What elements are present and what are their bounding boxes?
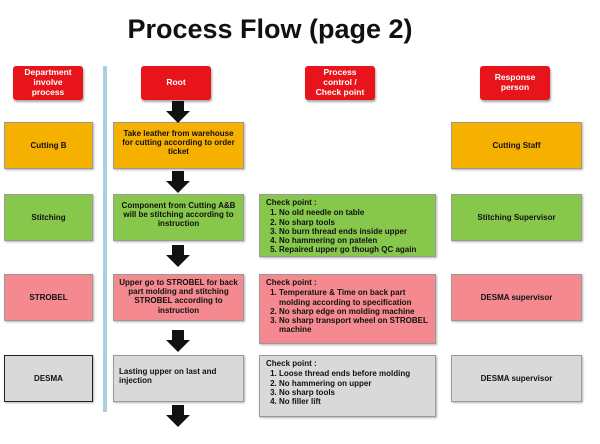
checkpoint-title: Check point : <box>266 198 317 207</box>
checkpoint-title: Check point : <box>266 278 317 287</box>
checkpoint-item: No sharp edge on molding machine <box>279 307 429 316</box>
checkpoint-item: Temperature & Time on back part molding … <box>279 288 429 307</box>
arrow-down-icon <box>166 405 190 427</box>
checkpoint-item: No hammering on upper <box>279 379 429 388</box>
checkpoint-item: Repaired upper go though QC again <box>279 245 429 254</box>
checkpoint-item: No sharp tools <box>279 218 429 227</box>
response-stitching: Stitching Supervisor <box>451 194 582 241</box>
column-divider <box>103 66 107 412</box>
page-title: Process Flow (page 2) <box>127 14 413 44</box>
checkpoint-stitching: Check point : No old needle on table No … <box>259 194 436 257</box>
response-strobel: DESMA supervisor <box>451 274 582 321</box>
dept-desma: DESMA <box>4 355 93 402</box>
dept-cutting-b: Cutting B <box>4 122 93 169</box>
dept-strobel: STROBEL <box>4 274 93 321</box>
dept-stitching: Stitching <box>4 194 93 241</box>
checkpoint-item: No hammering on patelen <box>279 236 429 245</box>
header-process-control: Process control / Check point <box>305 66 375 100</box>
checkpoint-item: No sharp transport wheel on STROBEL mach… <box>279 316 429 335</box>
root-stitching: Component from Cutting A&B will be stitc… <box>113 194 244 241</box>
checkpoint-desma: Check point : Loose thread ends before m… <box>259 355 436 417</box>
root-desma: Lasting upper on last and injection <box>113 355 244 402</box>
checkpoint-title: Check point : <box>266 359 317 368</box>
checkpoint-item: No old needle on table <box>279 208 429 217</box>
header-department: Department involve process <box>13 66 83 100</box>
arrow-down-icon <box>166 330 190 352</box>
response-cutting-b: Cutting Staff <box>451 122 582 169</box>
arrow-down-icon <box>166 245 190 267</box>
checkpoint-item: No filler lift <box>279 397 429 406</box>
root-strobel: Upper go to STROBEL for back part moldin… <box>113 274 244 321</box>
header-response-person: Response person <box>480 66 550 100</box>
checkpoint-strobel: Check point : Temperature & Time on back… <box>259 274 436 344</box>
checkpoint-item: No burn thread ends inside upper <box>279 227 429 236</box>
checkpoint-item: Loose thread ends before molding <box>279 369 429 378</box>
response-desma: DESMA supervisor <box>451 355 582 402</box>
header-root: Root <box>141 66 211 100</box>
checkpoint-item: No sharp tools <box>279 388 429 397</box>
root-cutting-b: Take leather from warehouse for cutting … <box>113 122 244 169</box>
arrow-down-icon <box>166 171 190 193</box>
arrow-down-icon <box>166 101 190 123</box>
